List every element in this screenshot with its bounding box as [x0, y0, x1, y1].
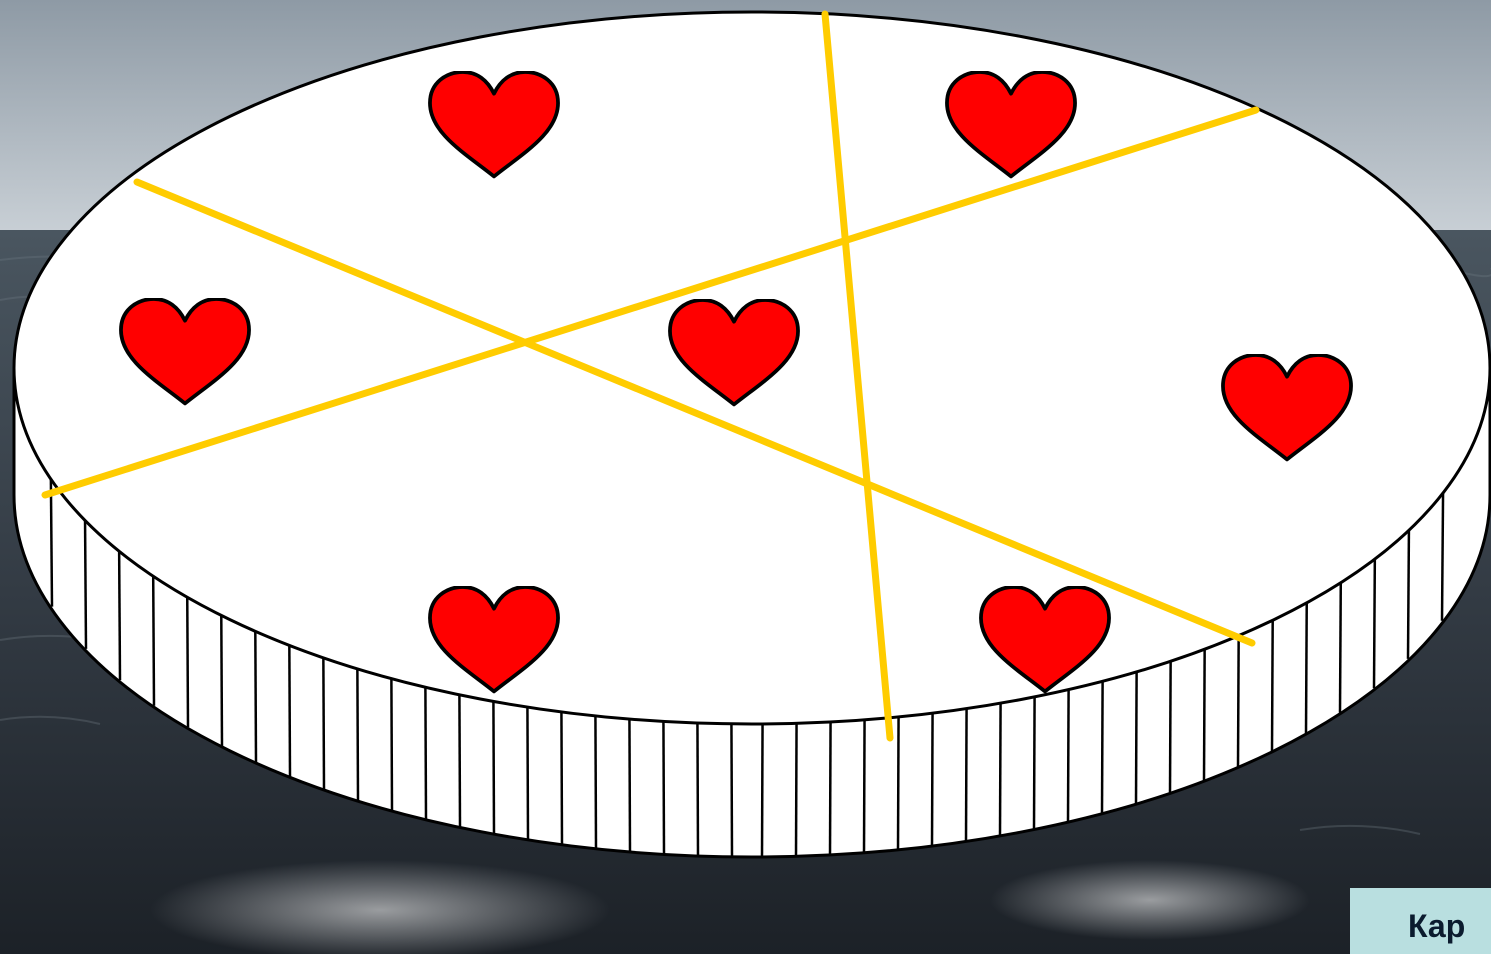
caption-box: Кар [1350, 888, 1491, 954]
sun-glare-2 [990, 860, 1310, 940]
caption-text: Кар [1408, 908, 1465, 945]
